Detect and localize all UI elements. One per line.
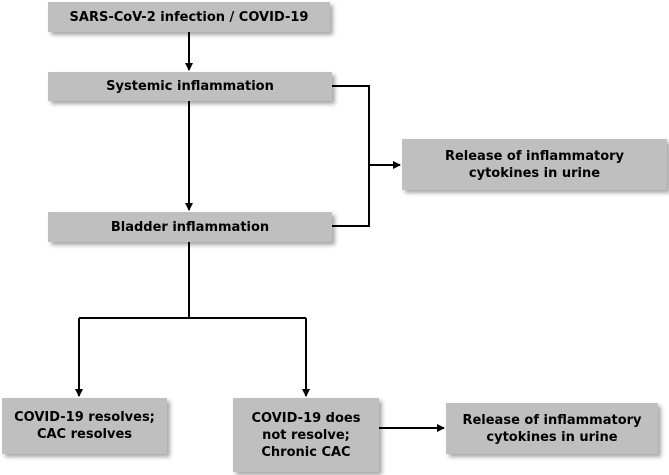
release-bottom-line-1: Release of inflammatory — [462, 412, 642, 428]
not-resolve-box: COVID-19 does not resolve; Chronic CAC — [233, 398, 379, 472]
not-resolve-line-1: COVID-19 does — [251, 410, 361, 426]
release-bottom-line-2: cytokines in urine — [486, 429, 618, 445]
bladder-inflammation-label: Bladder inflammation — [110, 219, 270, 235]
systemic-inflammation-box: Systemic inflammation — [48, 72, 332, 101]
release-cytokines-bottom-box: Release of inflammatory cytokines in uri… — [446, 403, 658, 454]
infection-box: SARS-CoV-2 infection / COVID-19 — [48, 2, 330, 32]
resolves-box: COVID-19 resolves; CAC resolves — [2, 398, 167, 454]
release-cytokines-top-box: Release of inflammatory cytokines in uri… — [402, 139, 667, 190]
bracket-to-release-top — [332, 85, 370, 227]
release-top-line-1: Release of inflammatory — [444, 148, 625, 164]
resolves-line-1: COVID-19 resolves; — [14, 410, 155, 425]
not-resolve-line-2: not resolve; — [262, 427, 350, 443]
release-top-line-2: cytokines in urine — [468, 165, 601, 181]
not-resolve-line-3: Chronic CAC — [261, 444, 351, 460]
resolves-line-2: CAC resolves — [36, 427, 133, 442]
infection-label: SARS-CoV-2 infection / COVID-19 — [69, 9, 309, 25]
bladder-inflammation-box: Bladder inflammation — [48, 212, 332, 242]
systemic-inflammation-label: Systemic inflammation — [106, 79, 274, 94]
